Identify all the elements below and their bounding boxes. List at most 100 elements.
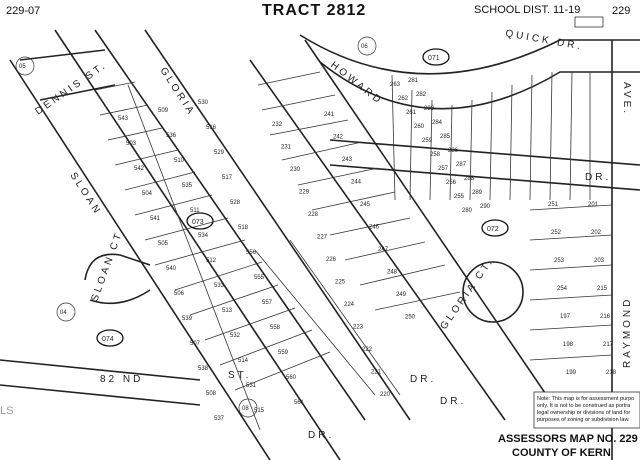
- lot-number: 220: [380, 392, 391, 398]
- lot-number: 242: [333, 135, 344, 141]
- lot-number: 528: [230, 200, 241, 206]
- lot-number: 281: [408, 78, 419, 84]
- street-82nd: 82 ND: [100, 374, 143, 385]
- parcel-lines-left: [94, 81, 401, 431]
- lot-number: 226: [326, 257, 337, 263]
- lot-numbers-howard: 2322312302292282272262252242232222212202…: [272, 112, 416, 398]
- lot-number: 539: [182, 316, 193, 322]
- lot-number: 280: [462, 208, 473, 214]
- lot-number: 263: [390, 82, 401, 88]
- lot-number: 515: [254, 408, 265, 414]
- lot-number: 513: [222, 308, 233, 314]
- lot-number: 517: [222, 175, 233, 181]
- lot-number: 215: [597, 286, 608, 292]
- book-label-04: 04: [60, 310, 67, 316]
- lot-number: 253: [554, 258, 565, 264]
- block-072: 072: [487, 226, 499, 233]
- lot-number: 202: [591, 230, 602, 236]
- lot-number: 529: [214, 150, 225, 156]
- lot-number: 531: [246, 383, 257, 389]
- watermark: LS: [0, 405, 13, 417]
- lot-number: 556: [246, 250, 257, 256]
- lot-number: 532: [230, 333, 241, 339]
- lot-number: 241: [324, 112, 335, 118]
- lot-number: 285: [440, 134, 451, 140]
- lot-number: 560: [286, 375, 297, 381]
- lot-number: 504: [142, 191, 153, 197]
- lot-number: 252: [551, 230, 562, 236]
- lot-number: 535: [182, 183, 193, 189]
- lot-number: 557: [262, 300, 273, 306]
- note-line-3: legal ownership or divisions of land for: [537, 410, 630, 416]
- lot-number: 197: [560, 314, 571, 320]
- lot-number: 199: [566, 370, 577, 376]
- lot-number: 505: [158, 241, 169, 247]
- note-line-4: purposes of zoning or subdivision law.: [537, 417, 630, 423]
- school-box: [574, 16, 604, 28]
- lot-number: 286: [448, 148, 459, 154]
- lot-number: 283: [424, 106, 435, 112]
- lot-number: 540: [166, 266, 177, 272]
- lot-number: 201: [588, 202, 599, 208]
- lot-number: 260: [414, 124, 425, 130]
- street-ave: AVE.: [621, 82, 632, 116]
- lot-numbers-left: 5435035425045415055405065395075385085375…: [118, 100, 305, 422]
- lot-number: 507: [190, 341, 201, 347]
- note-line-1: Note: This map is for assessment purpo: [537, 396, 634, 402]
- lot-number: 203: [594, 258, 605, 264]
- lot-number: 255: [454, 194, 465, 200]
- lot-numbers-right: 2512522532541971981992002012022032152162…: [548, 202, 620, 404]
- parcel-lines-howard: [257, 71, 613, 361]
- book-label-05: 05: [19, 64, 26, 70]
- school-district: SCHOOL DIST. 11-19: [474, 4, 580, 16]
- lot-number: 251: [548, 202, 559, 208]
- lot-number: 284: [432, 120, 443, 126]
- lot-number: 530: [198, 100, 209, 106]
- street-dr-mid: DR.: [410, 374, 436, 385]
- lot-number: 555: [254, 275, 265, 281]
- note-line-2: only. It is not to be construed as portr…: [537, 403, 631, 409]
- lot-number: 290: [480, 204, 491, 210]
- street-gloria-ct: GLORIA CT.: [438, 256, 496, 332]
- lot-number: 561: [294, 400, 305, 406]
- lot-number: 534: [198, 233, 209, 239]
- lot-number: 249: [396, 292, 407, 298]
- lot-number: 248: [387, 270, 398, 276]
- lot-number: 221: [371, 370, 382, 376]
- lot-number: 257: [438, 166, 449, 172]
- lot-number: 243: [342, 157, 353, 163]
- lot-number: 254: [557, 286, 568, 292]
- lot-number: 229: [299, 190, 310, 196]
- lot-number: 216: [600, 314, 611, 320]
- lot-number: 537: [214, 416, 225, 422]
- lot-number: 541: [150, 216, 161, 222]
- footer-county: COUNTY OF KERN: [512, 447, 611, 459]
- book-label-06: 06: [361, 44, 368, 50]
- block-074: 074: [102, 336, 114, 343]
- lot-number: 287: [456, 162, 467, 168]
- lot-number: 232: [272, 122, 283, 128]
- lot-number: 259: [422, 138, 433, 144]
- lot-number: 514: [238, 358, 249, 364]
- lot-number: 288: [464, 176, 475, 182]
- book-labels: 05 06 04 08: [15, 36, 377, 418]
- lot-number: 559: [278, 350, 289, 356]
- lot-number: 244: [351, 180, 362, 186]
- lot-number: 542: [134, 166, 145, 172]
- block-071: 071: [428, 55, 440, 62]
- book-label-08: 08: [242, 406, 249, 412]
- lot-number: 282: [416, 92, 427, 98]
- lot-number: 198: [563, 342, 574, 348]
- lot-number: 246: [369, 225, 380, 231]
- lot-number: 289: [472, 190, 483, 196]
- map-page-left: 229-07: [6, 5, 40, 17]
- lot-number: 223: [353, 325, 364, 331]
- lot-number: 261: [406, 110, 417, 116]
- lot-number: 516: [206, 125, 217, 131]
- street-sloan-ct: SLOAN CT.: [89, 225, 126, 303]
- lot-number: 508: [206, 391, 217, 397]
- lot-number: 558: [270, 325, 281, 331]
- street-dr-lower: DR.: [308, 430, 334, 441]
- lot-number: 218: [606, 370, 617, 376]
